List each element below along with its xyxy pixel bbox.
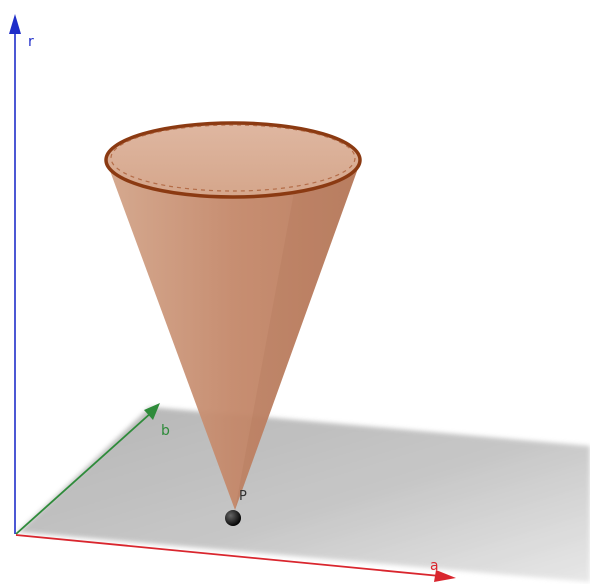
point-p[interactable]: P: [225, 489, 247, 526]
r-axis-arrowhead: [9, 14, 21, 34]
point-p-marker[interactable]: [225, 510, 241, 526]
a-axis-arrowhead: [434, 570, 456, 582]
cone-top-cap[interactable]: [106, 123, 360, 197]
cone[interactable]: [104, 121, 362, 510]
a-axis[interactable]: a: [15, 534, 456, 582]
b-axis-label: b: [161, 423, 170, 439]
ab-plane[interactable]: [18, 407, 590, 582]
a-axis-label: a: [430, 558, 439, 574]
b-axis[interactable]: b: [15, 403, 170, 535]
cone-rim[interactable]: [104, 121, 362, 199]
point-p-label: P: [239, 489, 247, 504]
cone-rim-dashed-back: [110, 124, 356, 192]
b-axis-arrowhead: [144, 403, 160, 420]
r-axis[interactable]: r: [9, 14, 34, 534]
cone-shading: [235, 160, 361, 510]
r-axis-label: r: [28, 34, 34, 50]
cone-surface[interactable]: [106, 122, 361, 510]
